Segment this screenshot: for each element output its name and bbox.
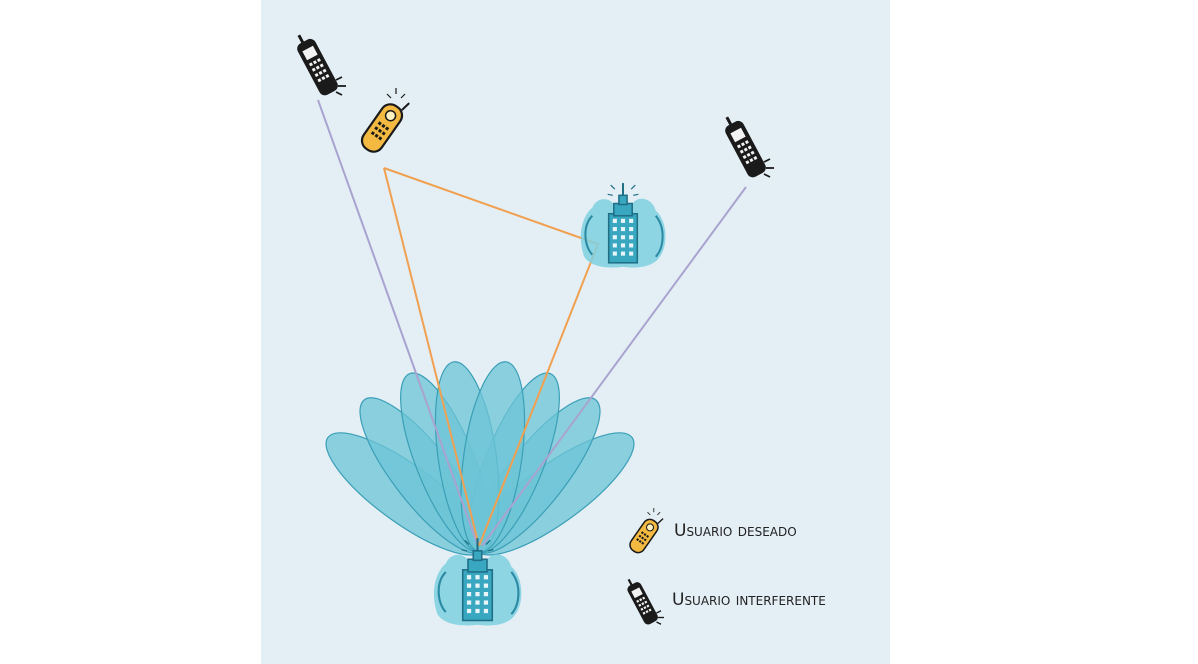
legend-desired-label: Usuario deseado (674, 521, 797, 541)
legend-interferer-phone-icon (622, 574, 665, 627)
interferer-paths (317, 99, 747, 547)
interferer-phone-icon (290, 28, 347, 99)
interferer-phone-icon (718, 110, 775, 181)
reflector-building-icon (579, 182, 667, 269)
interferer-path-left (317, 99, 479, 547)
legend-interferer: Usuario interferente (664, 590, 826, 610)
legend-interferer-label: Usuario interferente (672, 590, 826, 610)
desired-phone-icon (356, 88, 412, 157)
legend-desired: Usuario deseado (666, 521, 797, 541)
legend-desired-phone-icon (626, 508, 666, 557)
diagram-panel (261, 0, 890, 664)
desired-direct-path (383, 167, 480, 547)
interferer-path-right (481, 186, 747, 547)
